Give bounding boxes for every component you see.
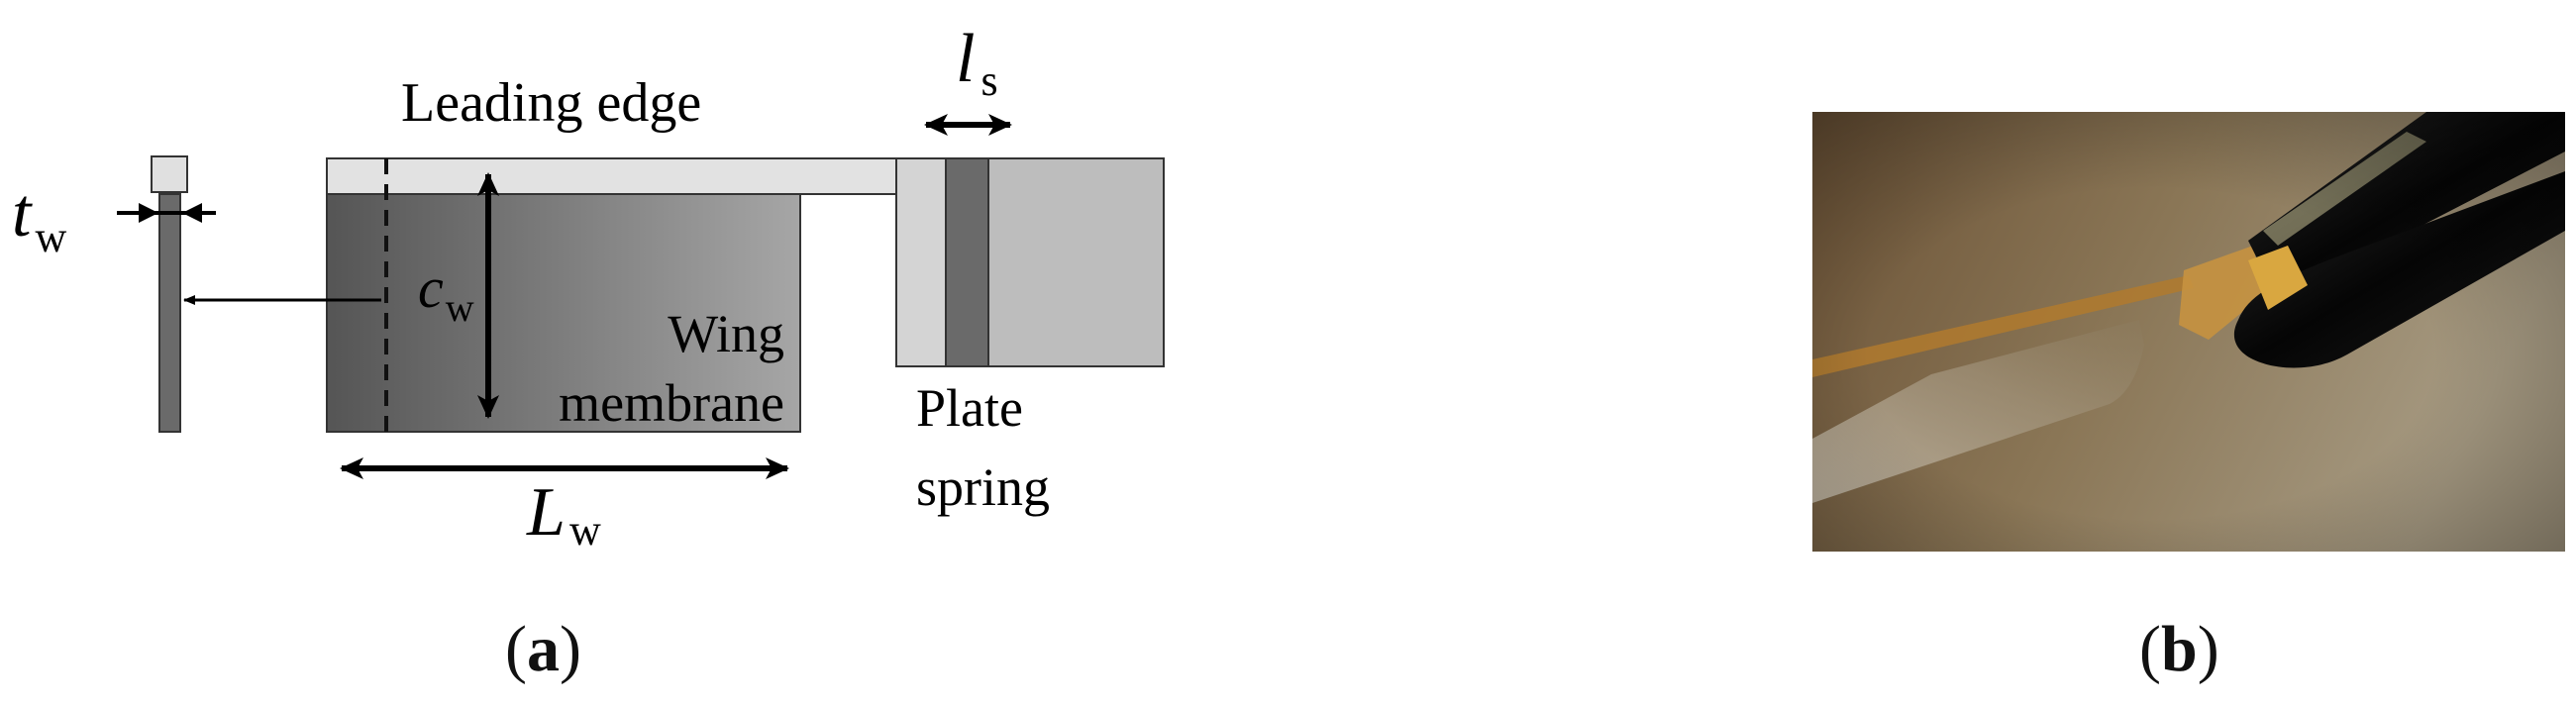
photo-vignette	[1812, 112, 2565, 552]
cw-label: cw	[418, 255, 474, 330]
plate-spring-label-line2: spring	[916, 457, 1050, 517]
panel-b-label: (b)	[2139, 613, 2219, 685]
ls-sub: s	[980, 56, 997, 105]
plate-spring-label-line1: Plate	[916, 378, 1023, 438]
Lw-main: L	[526, 474, 566, 551]
tw-arrow-left	[139, 203, 158, 223]
tw-label: tw	[12, 175, 66, 261]
wing-photo	[1812, 112, 2565, 552]
tw-arrow-right	[182, 203, 202, 223]
leading-edge-overhang	[895, 157, 947, 367]
Lw-label: Lw	[526, 474, 601, 555]
wing-membrane-label-line2: membrane	[559, 373, 784, 433]
tw-main: t	[12, 175, 33, 252]
cw-main: c	[418, 255, 444, 320]
panel-a-label: (a)	[505, 613, 581, 685]
panel-b-letter: b	[2160, 613, 2198, 685]
tw-sub: w	[35, 213, 66, 261]
cw-sub: w	[446, 285, 474, 330]
Lw-sub: w	[569, 506, 601, 555]
side-view-membrane-bar	[158, 193, 181, 433]
plate-spring-strip	[945, 157, 989, 367]
leading-edge-label: Leading edge	[401, 72, 701, 134]
wing-membrane-label-line1: Wing	[668, 304, 784, 363]
ls-main: l	[956, 21, 975, 97]
wing-membrane	[326, 193, 801, 433]
side-view-leading-edge-square	[151, 155, 188, 193]
panel-a-letter: a	[526, 613, 560, 685]
